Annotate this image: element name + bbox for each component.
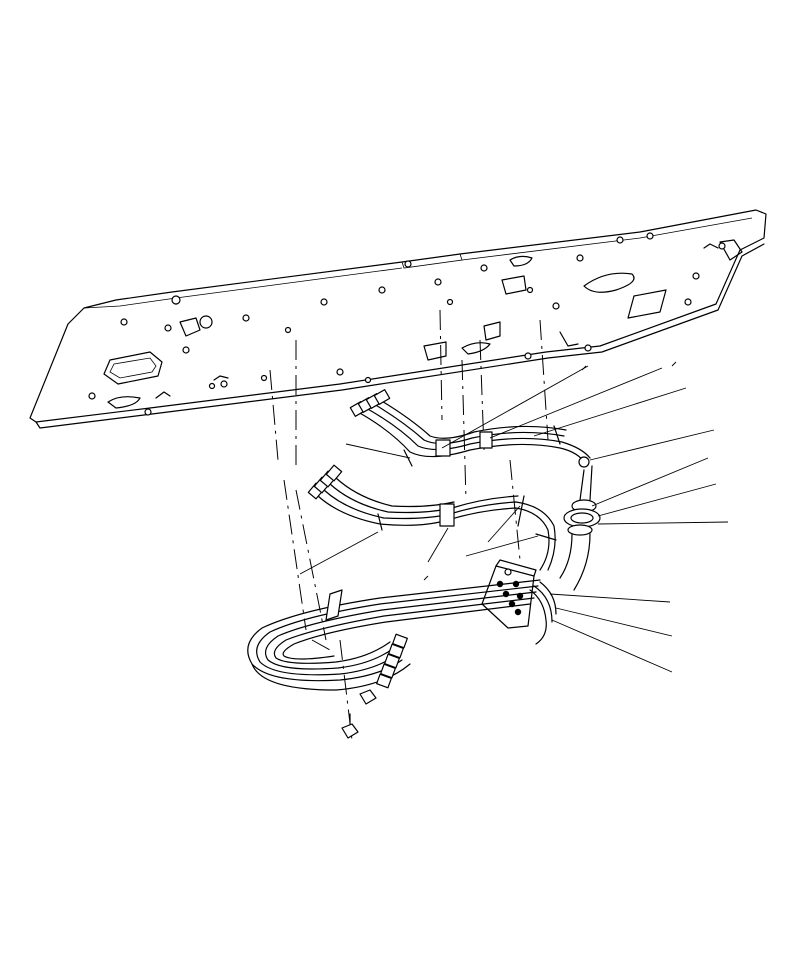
upper-harness	[349, 389, 591, 468]
lower-harness	[247, 579, 541, 739]
callout-leaders	[299, 361, 729, 673]
middle-harness	[307, 464, 557, 571]
terminal-block	[481, 559, 557, 645]
grommet	[559, 465, 601, 591]
mounting-plate	[29, 209, 767, 429]
